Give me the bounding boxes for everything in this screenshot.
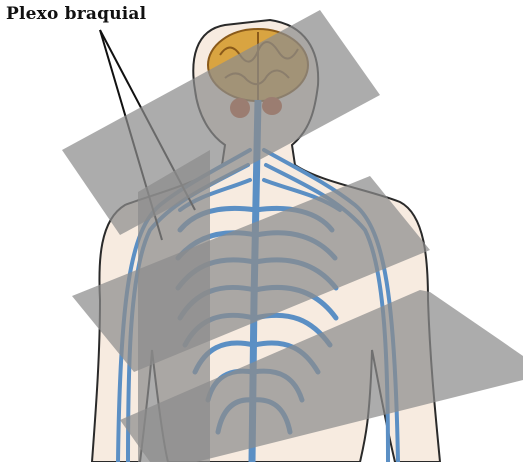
brachial-plexus-label: Plexo braquial [6, 4, 146, 24]
